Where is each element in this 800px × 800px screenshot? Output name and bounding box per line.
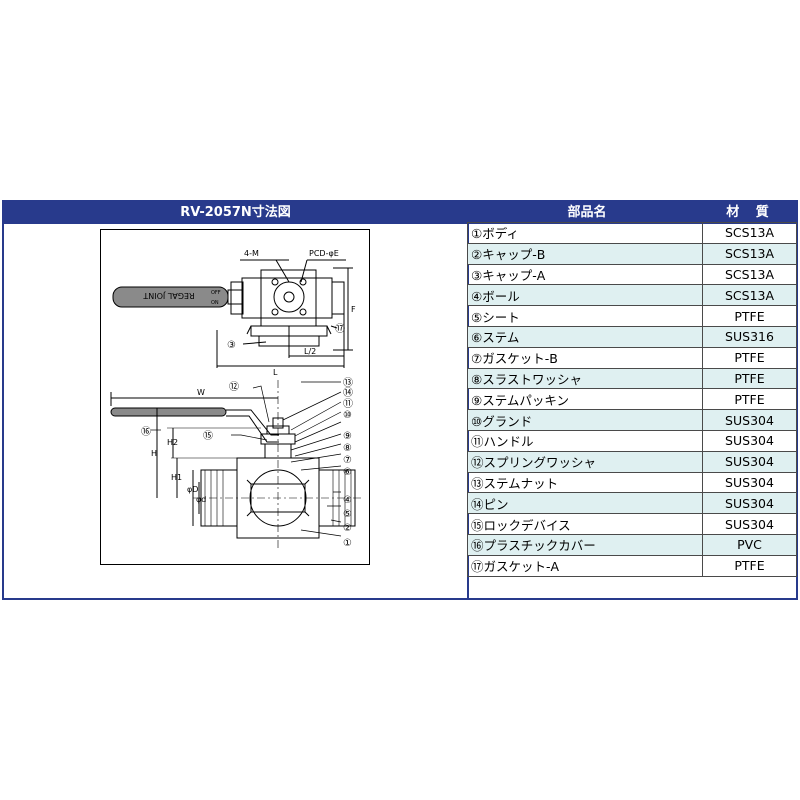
- parts-column-header: 部品名: [469, 202, 705, 224]
- callout-2: ②: [343, 523, 352, 534]
- handle-cover-side: [110, 407, 227, 417]
- drawing-title-header: RV-2057N寸法図: [4, 202, 467, 224]
- material-cell: SUS304: [702, 471, 797, 494]
- handle-mark-on: ON: [211, 300, 219, 306]
- material-cell: SUS304: [702, 429, 797, 452]
- valve-drawing: REGAL JOINT OFF ON 4-M PCD-φE F L/2 L W …: [110, 249, 363, 549]
- label-w: W: [197, 388, 205, 397]
- callout-8: ⑧: [343, 443, 352, 454]
- callout-14: ⑭: [343, 387, 353, 399]
- material-cell: SCS13A: [702, 222, 797, 244]
- dimension-diagram: REGAL JOINT OFF ON 4-M PCD-φE F L/2 L W …: [100, 229, 370, 565]
- material-cell: SUS304: [702, 513, 797, 535]
- callout-15: ⑮: [203, 430, 213, 442]
- part-name-cell: ②キャップ-B: [467, 242, 703, 265]
- handle-brand-text: REGAL JOINT: [143, 291, 194, 300]
- label-h1: H1: [171, 473, 182, 482]
- material-cell: SUS304: [702, 492, 797, 515]
- callout-3: ③: [227, 340, 236, 351]
- pcd-circle: [273, 281, 305, 313]
- part-name-cell: ⑮ロックデバイス: [467, 513, 703, 535]
- label-d-small: φd: [196, 495, 206, 504]
- label-h2: H2: [167, 438, 178, 447]
- callout-4: ④: [343, 495, 352, 506]
- label-d-large: φD: [187, 485, 198, 494]
- label-h: H: [151, 449, 157, 458]
- part-name-cell: ④ボール: [467, 284, 703, 307]
- label-l-half: L/2: [304, 347, 316, 356]
- material-cell: PTFE: [702, 305, 797, 327]
- part-name-cell: ⑫スプリングワッシャ: [467, 450, 703, 473]
- callout-10: ⑩: [343, 410, 352, 421]
- callout-1: ①: [343, 538, 352, 549]
- callout-11: ⑪: [343, 398, 353, 410]
- material-cell: SCS13A: [702, 263, 797, 286]
- callout-13: ⑬: [343, 377, 353, 389]
- part-name-cell: ⑰ガスケット-A: [467, 554, 703, 577]
- material-cell: PTFE: [702, 367, 797, 390]
- part-name-cell: ⑤シート: [467, 305, 703, 327]
- part-name-cell: ⑯プラスチックカバー: [467, 533, 703, 556]
- material-cell: PTFE: [702, 388, 797, 411]
- callout-5: ⑤: [343, 509, 352, 520]
- part-name-cell: ⑦ガスケット-B: [467, 346, 703, 369]
- callout-16: ⑯: [141, 426, 151, 438]
- part-name-cell: ③キャップ-A: [467, 263, 703, 286]
- part-name-cell: ⑭ピン: [467, 492, 703, 515]
- callout-7: ⑦: [343, 455, 352, 466]
- part-name-cell: ⑧スラストワッシャ: [467, 367, 703, 390]
- material-cell: SCS13A: [702, 284, 797, 307]
- label-f: F: [351, 305, 356, 314]
- part-name-cell: ⑩グランド: [467, 409, 703, 431]
- part-name-cell: ①ボディ: [467, 222, 703, 244]
- material-cell: SUS304: [702, 450, 797, 473]
- label-l: L: [273, 368, 278, 377]
- callout-12: ⑫: [229, 381, 239, 393]
- callout-6: ⑥: [343, 467, 352, 478]
- material-cell: PVC: [702, 533, 797, 556]
- part-name-cell: ⑪ハンドル: [467, 429, 703, 452]
- label-4m: 4-M: [244, 249, 259, 258]
- callout-17: ⑰: [335, 323, 345, 335]
- material-cell: SCS13A: [702, 242, 797, 265]
- material-cell: SUS316: [702, 325, 797, 348]
- material-cell: SUS304: [702, 409, 797, 431]
- callout-9: ⑨: [343, 431, 352, 442]
- part-name-cell: ⑬ステムナット: [467, 471, 703, 494]
- material-column-header: 材 質: [705, 202, 796, 224]
- label-pcd: PCD-φE: [309, 249, 339, 258]
- material-cell: PTFE: [702, 346, 797, 369]
- part-name-cell: ⑥ステム: [467, 325, 703, 348]
- part-name-cell: ⑨ステムパッキン: [467, 388, 703, 411]
- material-cell: PTFE: [702, 554, 797, 577]
- handle-mark-off: OFF: [211, 290, 221, 296]
